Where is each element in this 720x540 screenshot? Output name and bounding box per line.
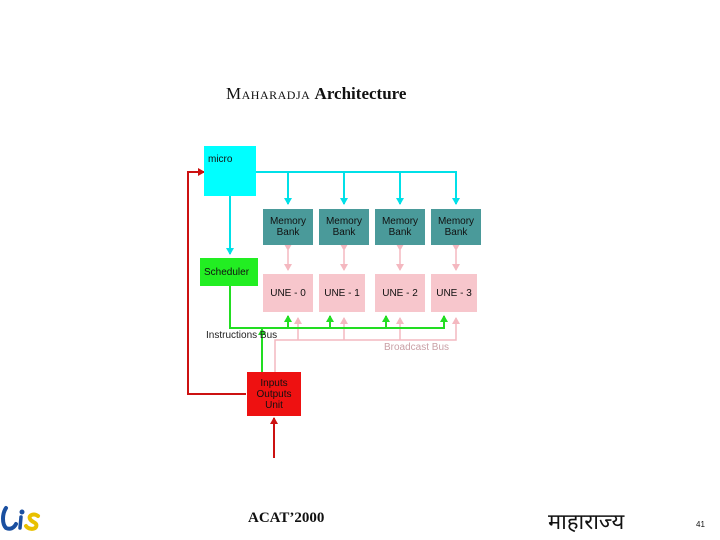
memory-bank-2: Memory Bank bbox=[375, 209, 425, 245]
lis-logo-icon bbox=[1, 506, 40, 531]
instructions-bus bbox=[229, 286, 448, 372]
memory-bank-0: Memory Bank bbox=[263, 209, 313, 245]
une-0: UNE - 0 bbox=[263, 274, 313, 312]
hindi-wordmark: माहाराज्य bbox=[548, 510, 625, 535]
scheduler-block: Scheduler bbox=[200, 258, 258, 286]
title-prefix: Maharadja bbox=[226, 84, 311, 103]
memory-bank-3: Memory Bank bbox=[431, 209, 481, 245]
page-number: 41 bbox=[696, 520, 705, 529]
io-feedback-line bbox=[187, 168, 278, 458]
une-2: UNE - 2 bbox=[375, 274, 425, 312]
micro-block: micro bbox=[204, 146, 256, 196]
io-unit-block: Inputs Outputs Unit bbox=[247, 372, 301, 416]
page-title: Maharadja Architecture bbox=[226, 84, 526, 104]
micro-bus-lines bbox=[226, 171, 460, 255]
broadcast-bus-label: Broadcast Bus bbox=[384, 342, 450, 353]
une-1: UNE - 1 bbox=[319, 274, 365, 312]
une-3: UNE - 3 bbox=[431, 274, 477, 312]
conference-label: ACAT’2000 bbox=[248, 510, 325, 526]
title-suffix: Architecture bbox=[314, 84, 407, 103]
instructions-bus-label: Instructions Bus bbox=[206, 330, 278, 341]
memory-une-links bbox=[284, 244, 460, 271]
memory-bank-1: Memory Bank bbox=[319, 209, 369, 245]
